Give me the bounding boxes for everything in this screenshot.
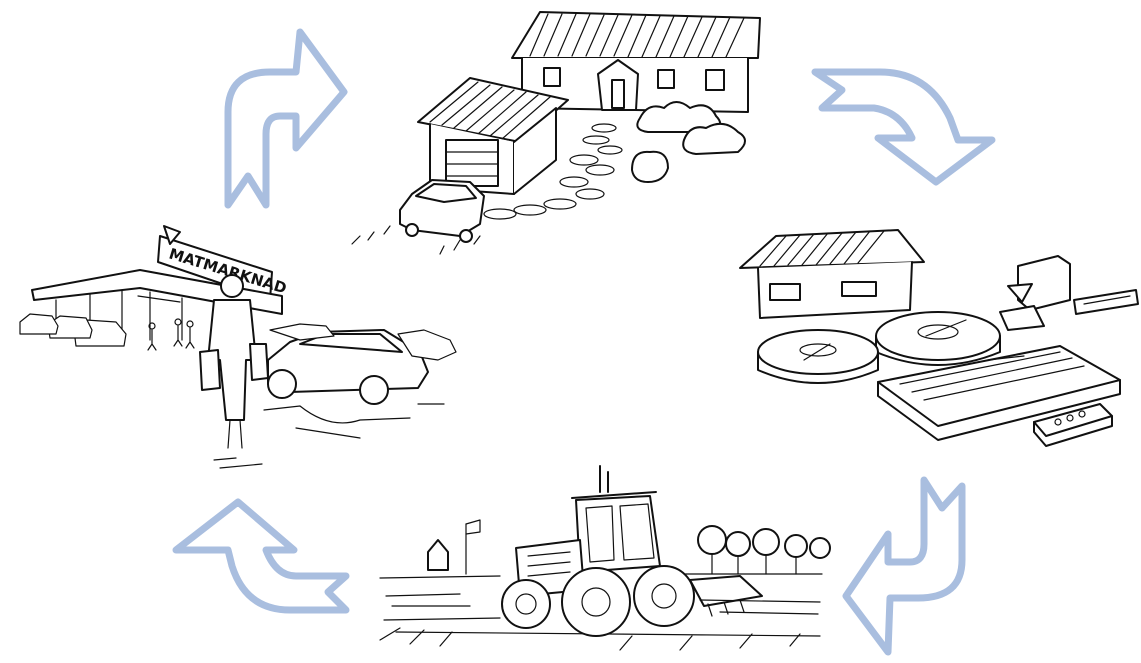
curved-arrow-icon — [846, 480, 962, 652]
supermarket-shopper-illustration: MATMARKNAD — [20, 226, 456, 468]
house-node — [352, 12, 760, 254]
wastewater-treatment-plant-illustration — [740, 230, 1138, 446]
curved-arrow-icon — [228, 32, 344, 205]
farm-node — [380, 466, 830, 650]
arrow-treatment-to-farm — [846, 480, 962, 652]
store-node: MATMARKNAD — [20, 226, 456, 468]
arrow-store-to-house — [228, 32, 344, 205]
arrow-farm-to-store — [176, 502, 346, 610]
house-with-garage-illustration — [352, 12, 760, 254]
curved-arrow-icon — [176, 502, 346, 610]
curved-arrow-icon — [815, 72, 992, 182]
arrow-house-to-treatment — [815, 72, 992, 182]
tractor-in-field-illustration — [380, 466, 830, 650]
treatment-node — [740, 230, 1138, 446]
